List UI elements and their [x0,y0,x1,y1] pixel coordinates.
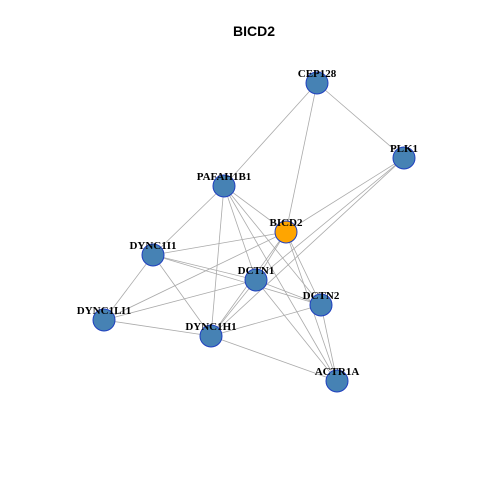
nodes-layer [92,71,416,393]
node-label-pafah1b1: PAFAH1B1 [197,171,252,183]
edge-cep128-pafah1b1 [223,82,318,187]
edge-pafah1b1-dync1h1 [210,185,225,337]
labels-layer: CEP128PLK1PAFAH1B1BICD2DYNC1I1DCTN1DCTN2… [77,68,418,378]
edge-plk1-bicd2 [285,157,405,233]
chart-title: BICD2 [233,23,275,39]
node-dync1i1 [141,243,165,267]
edges-layer [103,82,405,382]
edge-dync1i1-dctn2 [152,254,322,306]
edge-bicd2-dctn2 [285,231,322,306]
edge-pafah1b1-dctn1 [223,185,257,281]
edge-cep128-bicd2 [285,82,318,233]
node-cep128 [305,71,329,95]
edge-bicd2-dync1i1 [152,231,287,256]
edge-dctn2-actr1a [320,304,338,382]
node-label-bicd2: BICD2 [269,217,303,229]
node-plk1 [392,146,416,170]
node-actr1a [325,369,349,393]
edge-cep128-plk1 [316,82,405,159]
edge-dync1i1-dctn1 [152,254,257,281]
edge-pafah1b1-actr1a [223,185,338,382]
edge-pafah1b1-dync1i1 [152,185,225,256]
edge-dctn2-dync1h1 [210,304,322,337]
edge-dync1li1-dync1h1 [103,319,212,337]
node-pafah1b1 [212,174,236,198]
edge-pafah1b1-bicd2 [223,185,287,233]
edge-dync1li1-dctn1 [103,279,257,321]
node-label-dync1i1: DYNC1I1 [129,240,176,252]
edge-dync1h1-actr1a [210,335,338,382]
node-dync1h1 [199,324,223,348]
edge-dync1i1-dync1li1 [103,254,154,321]
edge-dctn1-dync1h1 [210,279,257,337]
node-label-dctn1: DCTN1 [238,265,275,277]
node-label-cep128: CEP128 [298,68,337,80]
node-label-dync1h1: DYNC1H1 [185,321,236,333]
node-dctn2 [309,293,333,317]
node-label-actr1a: ACTR1A [315,366,360,378]
node-bicd2 [274,220,298,244]
node-label-dync1li1: DYNC1LI1 [77,305,131,317]
edge-dctn1-dctn2 [255,279,322,306]
edge-plk1-dync1h1 [210,157,405,337]
edge-pafah1b1-dctn2 [223,185,322,306]
edge-plk1-dctn1 [255,157,405,281]
node-label-plk1: PLK1 [390,143,418,155]
edge-dctn1-actr1a [255,279,338,382]
node-label-dctn2: DCTN2 [303,290,340,302]
edge-dync1i1-dync1h1 [152,254,212,337]
node-dctn1 [244,268,268,292]
edge-bicd2-dync1li1 [103,231,287,321]
node-dync1li1 [92,308,116,332]
